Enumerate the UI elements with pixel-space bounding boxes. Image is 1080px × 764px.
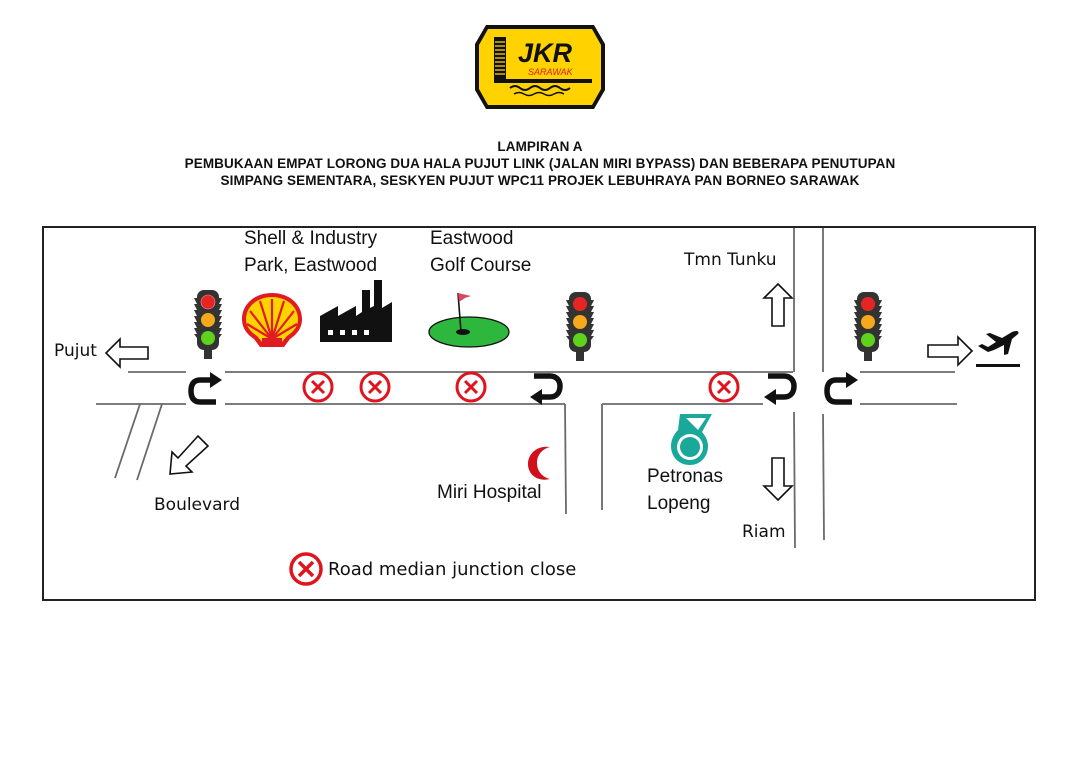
- boulevard-road-edge: [136, 403, 163, 481]
- arrow-down-left-icon: [169, 434, 210, 475]
- factory-icon: [320, 280, 392, 342]
- golf-label-line2: Golf Course: [430, 255, 532, 276]
- closed-junction-icon: [455, 371, 487, 403]
- cross-road-edge: [793, 411, 796, 549]
- boulevard-label: Boulevard: [154, 495, 240, 515]
- pujut-label: Pujut: [54, 341, 97, 361]
- cross-road-edge: [822, 413, 825, 541]
- petronas-label-line2: Lopeng: [647, 493, 711, 514]
- traffic-light-icon: [854, 292, 882, 361]
- u-turn-icon: [530, 373, 563, 405]
- shell-label-line1: Shell & Industry: [244, 228, 378, 249]
- golf-flag-icon: [428, 292, 510, 348]
- map-frame: [42, 226, 1036, 601]
- document-title: LAMPIRAN A: [497, 139, 583, 154]
- traffic-light-icon: [194, 290, 222, 359]
- petronas-label-line1: Petronas: [647, 466, 724, 487]
- u-turn-icon: [764, 373, 797, 405]
- jkr-sarawak-logo: JKR SARAWAK: [474, 24, 606, 110]
- closed-junction-icon: [302, 371, 334, 403]
- arrow-right-icon: [927, 335, 974, 367]
- airplane-departure-icon: [976, 330, 1020, 367]
- closed-junction-icon: [708, 371, 740, 403]
- u-turn-icon: [824, 372, 858, 405]
- document-subtitle-line1: PEMBUKAAN EMPAT LORONG DUA HALA PUJUT LI…: [184, 156, 896, 171]
- riam-label: Riam: [742, 522, 786, 542]
- boulevard-road-edge: [114, 403, 141, 479]
- tmn-tunku-label: Tmn Tunku: [684, 250, 777, 270]
- closed-junction-icon: [359, 371, 391, 403]
- logo-jkr-text: JKR: [518, 38, 573, 68]
- petronas-logo-icon: [671, 414, 712, 465]
- logo-sarawak-text: SARAWAK: [528, 67, 574, 77]
- arrow-left-icon: [104, 337, 149, 369]
- hospital-label: Miri Hospital: [437, 482, 542, 503]
- golf-label-line1: Eastwood: [430, 228, 514, 249]
- legend-label: Road median junction close: [328, 559, 577, 580]
- arrow-down-icon: [762, 457, 794, 502]
- legend-closed-junction-icon: [289, 552, 323, 586]
- shell-label-line2: Park, Eastwood: [244, 255, 378, 276]
- traffic-light-icon: [566, 292, 594, 361]
- hospital-road-edge: [564, 403, 567, 515]
- shell-logo-icon: [242, 293, 302, 347]
- red-crescent-icon: [528, 446, 550, 480]
- u-turn-icon: [188, 372, 222, 405]
- document-subtitle-line2: SIMPANG SEMENTARA, SESKYEN PUJUT WPC11 P…: [220, 173, 860, 188]
- arrow-up-icon: [762, 282, 794, 327]
